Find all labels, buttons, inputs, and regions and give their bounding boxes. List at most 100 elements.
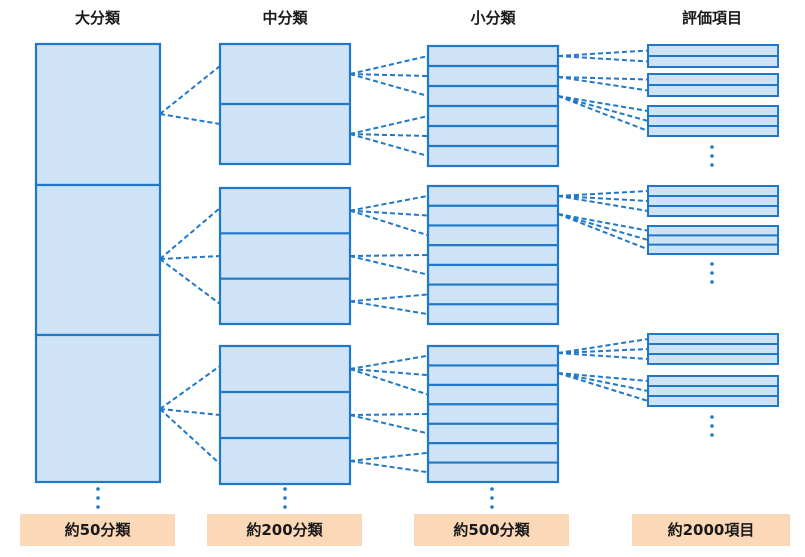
connector-line xyxy=(349,368,429,377)
header-small-category: 小分類 xyxy=(470,9,516,27)
connector-line xyxy=(557,213,649,251)
connector-line xyxy=(557,372,649,382)
boxes xyxy=(34,42,779,486)
connector-line xyxy=(159,113,221,125)
evaluation-item-group-3-frame xyxy=(647,105,779,137)
large-category-box-3-frame xyxy=(34,333,162,484)
connector-line xyxy=(557,213,649,241)
connector-line xyxy=(557,95,649,132)
connector-line xyxy=(159,255,221,260)
count-medium-category: 約200分類 xyxy=(207,514,362,546)
medium-category-more xyxy=(283,487,287,509)
evaluation-items-more-2-dot xyxy=(710,271,714,275)
connector-line xyxy=(557,195,649,202)
connector-line xyxy=(557,190,649,197)
connector-line xyxy=(349,300,429,316)
small-category-group-1 xyxy=(426,44,560,168)
connector-line xyxy=(349,293,429,303)
connector-line xyxy=(349,115,429,135)
header-medium-category: 中分類 xyxy=(262,9,308,27)
medium-category-group-1 xyxy=(218,42,352,166)
connector-line xyxy=(349,73,429,97)
evaluation-item-group-3 xyxy=(647,105,779,137)
medium-category-group-2-frame xyxy=(218,186,352,326)
large-category-more xyxy=(96,487,100,509)
evaluation-items-more-2-dot xyxy=(710,280,714,284)
connector-line xyxy=(349,133,429,157)
evaluation-item-group-6-frame xyxy=(647,333,779,365)
connector-line xyxy=(349,460,429,474)
evaluation-item-group-5-frame xyxy=(647,225,779,255)
connector-line xyxy=(557,76,649,92)
small-category-more-dot xyxy=(490,505,494,509)
count-large-category: 約50分類 xyxy=(20,514,175,546)
connector-line xyxy=(159,408,221,416)
connectors xyxy=(159,49,649,474)
medium-category-group-3-frame xyxy=(218,344,352,486)
connector-line xyxy=(349,209,429,217)
count-small-category: 約500分類 xyxy=(414,514,569,546)
connector-line xyxy=(557,195,649,212)
small-category-group-3-frame xyxy=(426,344,560,484)
evaluation-items-more-3-dot xyxy=(710,424,714,428)
connector-line xyxy=(557,76,649,81)
connector-line xyxy=(349,368,429,396)
evaluation-items-more-3-dot xyxy=(710,415,714,419)
connector-line xyxy=(349,55,429,75)
medium-category-group-3 xyxy=(218,344,352,486)
connector-line xyxy=(557,213,649,232)
connector-line xyxy=(159,258,221,305)
large-category-box-2-frame xyxy=(34,183,162,337)
evaluation-items-more-2-dot xyxy=(710,262,714,266)
medium-category-more-dot xyxy=(283,505,287,509)
connector-line xyxy=(349,354,429,370)
connector-line xyxy=(349,209,429,237)
evaluation-items-more-1 xyxy=(710,145,714,167)
header-evaluation-items: 評価項目 xyxy=(681,9,742,27)
medium-category-more-dot xyxy=(283,496,287,500)
connector-line xyxy=(557,372,649,392)
large-category-box-1 xyxy=(34,42,162,187)
evaluation-item-group-2 xyxy=(647,73,779,97)
evaluation-item-group-7 xyxy=(647,375,779,407)
count-evaluation-items: 約2000項目 xyxy=(632,514,790,546)
connector-line xyxy=(557,95,649,112)
connector-line xyxy=(557,348,649,354)
evaluation-items-more-3-dot xyxy=(710,433,714,437)
connector-line xyxy=(159,408,221,465)
small-category-group-2-frame xyxy=(426,184,560,326)
connector-line xyxy=(557,55,649,63)
connector-line xyxy=(557,352,649,360)
connector-line xyxy=(159,365,221,410)
evaluation-items-more-1-dot xyxy=(710,154,714,158)
connector-line xyxy=(349,413,429,416)
evaluation-item-group-4 xyxy=(647,185,779,217)
connector-line xyxy=(349,451,429,462)
evaluation-items-more-3 xyxy=(710,415,714,437)
evaluation-item-group-5 xyxy=(647,225,779,255)
small-category-more-dot xyxy=(490,496,494,500)
evaluation-item-group-4-frame xyxy=(647,185,779,217)
evaluation-items-more-1-dot xyxy=(710,145,714,149)
connector-line xyxy=(557,95,649,122)
small-category-more-dot xyxy=(490,487,494,491)
evaluation-item-group-1 xyxy=(647,44,779,68)
medium-category-more-dot xyxy=(283,487,287,491)
small-category-more xyxy=(490,487,494,509)
evaluation-items-more-1-dot xyxy=(710,163,714,167)
evaluation-item-group-6 xyxy=(647,333,779,365)
evaluation-item-group-7-frame xyxy=(647,375,779,407)
large-category-box-2 xyxy=(34,183,162,337)
connector-line xyxy=(349,194,429,212)
large-category-box-1-frame xyxy=(34,42,162,187)
header-large-category: 大分類 xyxy=(74,9,120,27)
small-category-group-2 xyxy=(426,184,560,326)
medium-category-group-2 xyxy=(218,186,352,326)
connector-line xyxy=(557,338,649,354)
large-category-more-dot xyxy=(96,487,100,491)
continuation-dots xyxy=(96,145,714,509)
large-category-more-dot xyxy=(96,496,100,500)
connector-line xyxy=(349,133,429,137)
